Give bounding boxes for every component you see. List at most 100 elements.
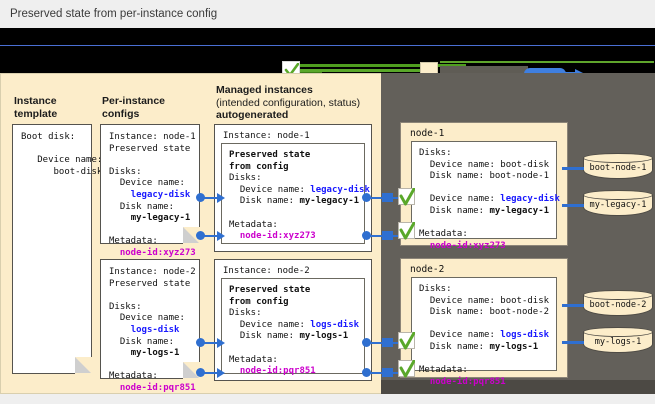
n2-diskname-value: my-logs-1 (489, 341, 539, 352)
n1-device-label: Device name: (419, 194, 501, 205)
instance-template-card: Boot disk: Device name: boot-disk (12, 124, 102, 374)
connector-line-8 (369, 372, 383, 374)
mi2-metadata-label: Metadata: (229, 354, 278, 365)
pic1-t3: Metadata: (109, 236, 158, 247)
connector-line-3 (203, 342, 219, 344)
connector-line-5b (390, 197, 398, 199)
disk-cylinder-my-legacy-1: my-legacy-1 (583, 190, 653, 217)
card-fold-icon (75, 357, 91, 373)
pic2-t1: Instance: node-2 Preserved state Disks: … (109, 267, 196, 324)
connector-dot-2 (196, 231, 205, 240)
managed-instance-preserved-box-node-1: Preserved state from config Disks: Devic… (221, 143, 370, 244)
legend-redacted-text-1 (440, 66, 528, 73)
n1-diskname-label: Disk name: (419, 205, 490, 216)
node1-body: Disks: Device name: boot-disk Disk name:… (412, 142, 560, 256)
connector-arrow-3 (217, 338, 225, 348)
blue-pill-connector (524, 68, 566, 73)
pic1-diskname: my-legacy-1 (130, 213, 191, 224)
n1-device-value: legacy-disk (500, 194, 560, 205)
pic2-diskname: my-logs-1 (130, 348, 180, 359)
preserved-state-check-icon-2 (398, 222, 415, 240)
card-fold-icon (183, 362, 199, 378)
mi1-header: Instance: node-1 (223, 131, 310, 141)
pic2-device: logs-disk (130, 324, 180, 335)
preserved-state-check-icon-1 (398, 188, 415, 206)
mi2-metadata-value: node-id:pqr851 (229, 366, 316, 377)
managed-instance-preserved-box-node-2: Preserved state from config Disks: Devic… (221, 278, 365, 376)
disk-label: my-legacy-1 (589, 200, 647, 210)
mi2-diskname-value: my-logs-1 (299, 331, 349, 342)
preserved-state-check-icon-4 (398, 360, 415, 378)
connector-line-2 (203, 235, 219, 237)
pic-node-1-text: Instance: node-1 Preserved state Disks: … (101, 125, 199, 264)
connector-square-5 (382, 193, 393, 202)
mi-head-line2: (intended configuration, status) (216, 96, 361, 109)
mi2-device-value: logs-disk (310, 319, 360, 330)
connector-dot-6 (362, 231, 371, 240)
connector-dot-1 (196, 193, 205, 202)
connector-square-7 (382, 338, 393, 347)
n2-metadata-value: node-id:pqr851 (419, 376, 506, 387)
connector-line-1 (203, 197, 219, 199)
node2-body: Disks: Device name: boot-disk Disk name:… (412, 278, 556, 392)
beige-square-swatch (420, 62, 438, 73)
column-header-instance-template: Instance template (14, 95, 58, 120)
connector-arrow-1 (217, 193, 225, 203)
column-header-managed-instances: Managed instances (intended configuratio… (216, 84, 360, 122)
mi2-body: Preserved state from config Disks: Devic… (222, 279, 364, 382)
card-fold-icon (183, 227, 199, 243)
mi2-subtitle: Preserved state from config (229, 285, 311, 307)
blue-pill-tail (560, 72, 580, 73)
pic1-metadata: node-id:xyz273 (119, 247, 196, 258)
mi-head-line1: Managed instances (216, 84, 313, 96)
mi1-device-value: legacy-disk (310, 184, 370, 195)
column-header-per-instance-configs: Per-instance configs (102, 95, 166, 120)
preserved-state-check-icon-3 (398, 332, 415, 350)
pic1-t1: Instance: node-1 Preserved state Disks: … (109, 132, 196, 189)
n2-diskname-label: Disk name: (419, 341, 490, 352)
connector-disk-line-2 (562, 204, 584, 207)
mi1-diskname-value: my-legacy-1 (299, 196, 360, 207)
legend-green-rule (440, 61, 654, 63)
disk-cylinder-boot-node-2: boot-node-2 (583, 290, 653, 317)
n2-disks-label: Disks: (419, 284, 452, 294)
cylinder-top (583, 290, 653, 300)
n1-boot-diskname: Disk name: boot-node-1 (419, 171, 550, 182)
connector-line-7 (369, 342, 383, 344)
n2-metadata-label: Metadata: (419, 365, 468, 376)
connector-line-6 (369, 235, 383, 237)
node-1-detail-box: Disks: Device name: boot-disk Disk name:… (411, 141, 560, 251)
connector-dot-5 (362, 193, 371, 202)
legend-banner (0, 28, 655, 73)
connector-dot-7 (362, 338, 371, 347)
legend-green-line-1 (296, 64, 466, 67)
blue-pill-arrow-icon (575, 69, 583, 73)
n1-diskname-value: my-legacy-1 (489, 205, 550, 216)
disk-label: my-logs-1 (594, 337, 642, 347)
node-1-label: node-1 (410, 128, 445, 139)
pic2-t3: Metadata: (109, 371, 158, 382)
legend-green-bar (300, 72, 322, 73)
disk-cylinder-my-logs-1: my-logs-1 (583, 327, 653, 354)
per-instance-config-card-node-2: Instance: node-2 Preserved state Disks: … (100, 259, 200, 393)
mi1-subtitle: Preserved state from config (229, 150, 311, 172)
legend-green-line-2 (298, 69, 420, 72)
mi1-metadata-label: Metadata: (229, 219, 278, 230)
mi2-diskname-label: Disk name: (229, 331, 300, 342)
board-bottom-edge (0, 394, 655, 404)
n1-metadata-value: node-id:xyz273 (419, 240, 506, 251)
n2-device-value: logs-disk (500, 330, 550, 341)
cylinder-top (583, 153, 653, 163)
banner-rule (0, 45, 655, 46)
n1-boot-device: Device name: boot-disk (419, 159, 550, 170)
pic2-t2: Disk name: (119, 336, 175, 347)
node-2-label: node-2 (410, 264, 445, 275)
pic2-metadata: node-id:pqr851 (119, 382, 196, 393)
connector-line-4 (203, 372, 219, 374)
pic-node-2-text: Instance: node-2 Preserved state Disks: … (101, 260, 199, 399)
mi-head-line3: autogenerated (216, 109, 289, 121)
disk-label: boot-node-2 (589, 300, 647, 310)
n2-boot-device: Device name: boot-disk (419, 295, 550, 306)
connector-square-6 (382, 231, 393, 240)
